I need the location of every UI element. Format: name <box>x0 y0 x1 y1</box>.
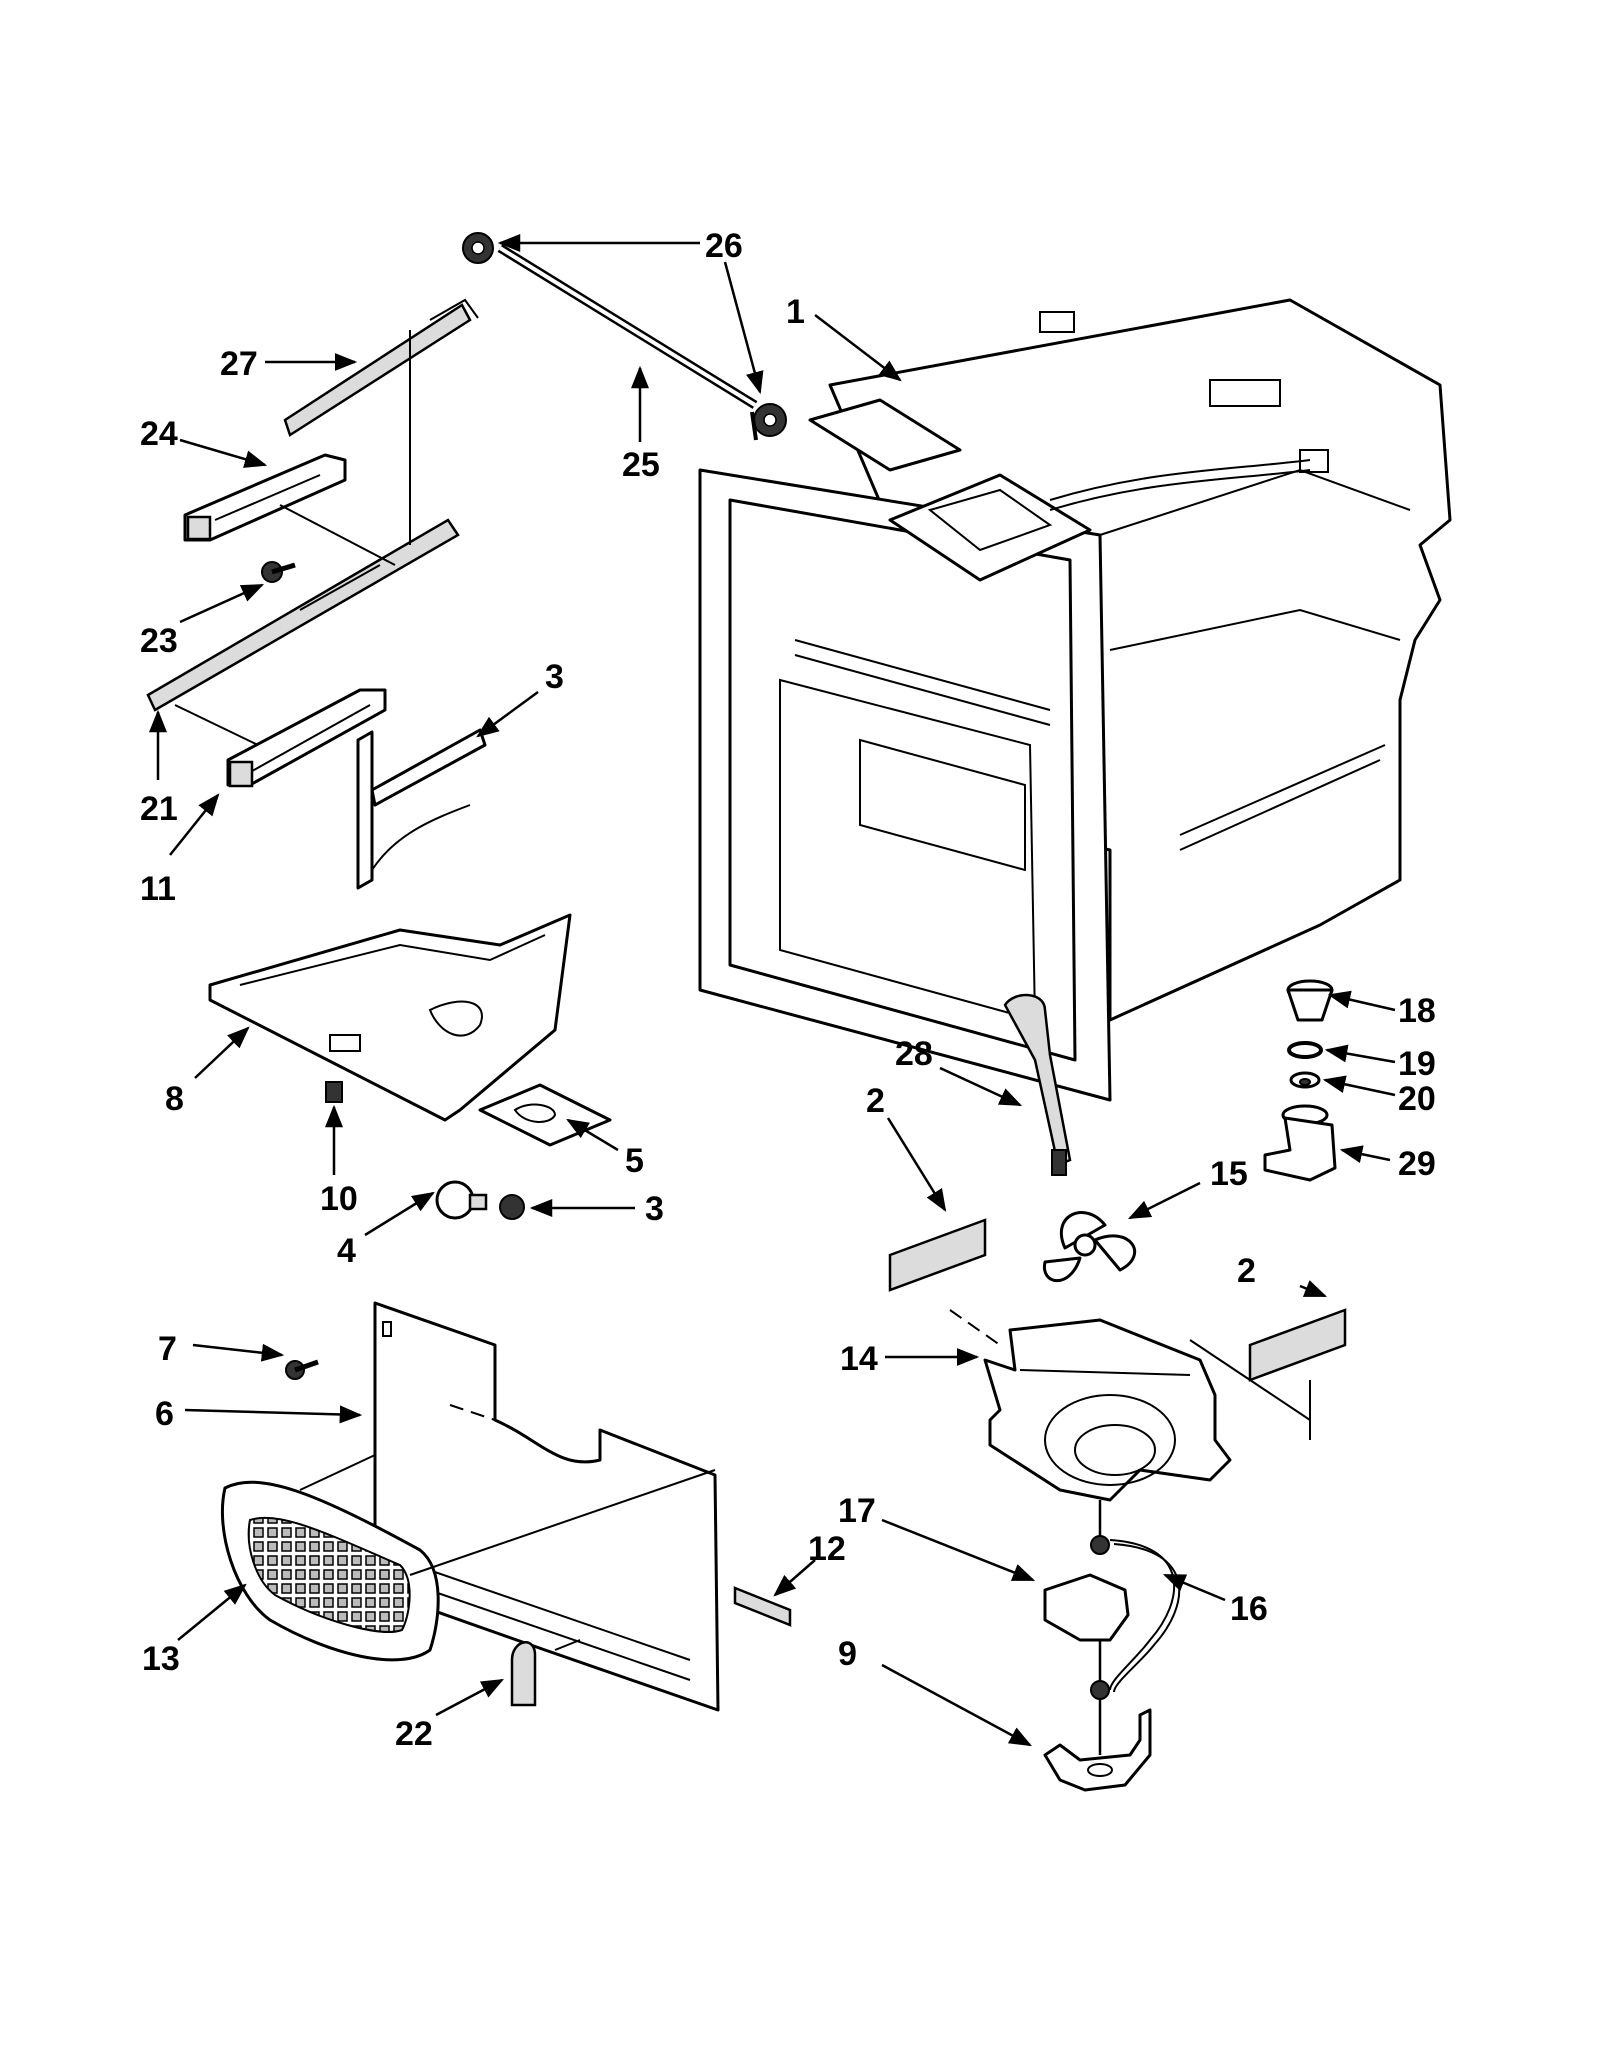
callout-4: 3 <box>645 1190 664 1228</box>
callout-6: 5 <box>625 1142 644 1180</box>
callout-16: 15 <box>1210 1155 1248 1193</box>
damper-arm-part <box>1003 993 1072 1176</box>
callout-21: 20 <box>1398 1080 1436 1118</box>
rail-bracket-upper-part <box>183 453 347 542</box>
callout-22: 21 <box>140 790 178 828</box>
light-bulb-part <box>435 1180 488 1220</box>
foam-strip-part <box>733 1586 792 1627</box>
callout-labels: 26 1 25 27 24 23 21 11 3 8 10 5 4 3 7 6 … <box>140 227 1436 1753</box>
rear-panel-part <box>373 1301 720 1712</box>
freezer-liner-part <box>698 298 1452 1102</box>
wire-harness-part <box>1109 1539 1181 1693</box>
callout-15: 14 <box>840 1340 878 1378</box>
guide-lines-fan <box>949 1309 1311 1440</box>
callout-1: 1 <box>786 293 805 331</box>
callout-30: 29 <box>1398 1145 1436 1183</box>
slide-shaft-part <box>497 244 758 409</box>
o-ring-part <box>1287 1041 1323 1059</box>
callout-2b: 2 <box>1237 1252 1256 1290</box>
callout-29: 28 <box>895 1035 933 1073</box>
callout-17: 16 <box>1230 1590 1268 1628</box>
callout-26: 25 <box>622 446 660 484</box>
callout-3: 3 <box>545 658 564 696</box>
pinion-gear-bottom-part <box>750 403 787 441</box>
fan-blade-part <box>1042 1211 1137 1283</box>
gasket-part <box>478 1083 612 1147</box>
panel-screw-part <box>285 1359 319 1380</box>
callout-11: 10 <box>320 1180 358 1218</box>
callout-23: 22 <box>395 1715 433 1753</box>
light-socket-part <box>499 1194 525 1220</box>
damper-housing-part <box>1263 1104 1337 1182</box>
guide-lines-grille <box>299 1454 716 1576</box>
callout-8: 7 <box>158 1330 177 1368</box>
motor-bracket-part <box>1043 1708 1152 1792</box>
callout-24: 23 <box>140 622 178 660</box>
guide-line-clip <box>554 1639 581 1651</box>
slide-bracket-part <box>356 728 487 890</box>
dashed-guide-panel <box>449 1404 496 1421</box>
rail-bracket-lower-part <box>226 688 387 788</box>
bushing-part <box>1289 1071 1321 1089</box>
callout-27: 26 <box>705 227 743 265</box>
callout-12: 11 <box>140 870 176 908</box>
callout-10: 9 <box>838 1635 857 1673</box>
foam-block-left-part <box>888 1218 987 1292</box>
callout-28: 27 <box>220 345 258 383</box>
upper-slide-rail-part <box>283 298 479 437</box>
callout-5: 4 <box>337 1232 356 1270</box>
damper-cup-part <box>1286 979 1334 1022</box>
callout-9: 8 <box>165 1080 184 1118</box>
fan-motor-part <box>1043 1500 1130 1755</box>
callout-18: 17 <box>838 1492 876 1530</box>
callout-19: 18 <box>1398 992 1436 1030</box>
callout-20: 19 <box>1398 1045 1436 1083</box>
foam-block-right-part <box>1248 1308 1347 1382</box>
callout-14: 13 <box>142 1640 180 1678</box>
callout-25: 24 <box>140 415 178 453</box>
pinion-gear-top-part <box>462 232 494 264</box>
lower-slide-rail-part <box>146 518 460 712</box>
callout-13: 12 <box>808 1530 846 1568</box>
callout-arrows <box>149 234 1396 1747</box>
light-housing-part <box>208 913 572 1122</box>
guide-lines-rails <box>174 330 411 746</box>
fan-shroud-part <box>983 1318 1232 1502</box>
callout-2a: 2 <box>866 1082 885 1120</box>
light-switch-part <box>325 1081 343 1103</box>
callout-7: 6 <box>155 1395 174 1433</box>
grille-clip-part <box>510 1641 537 1707</box>
